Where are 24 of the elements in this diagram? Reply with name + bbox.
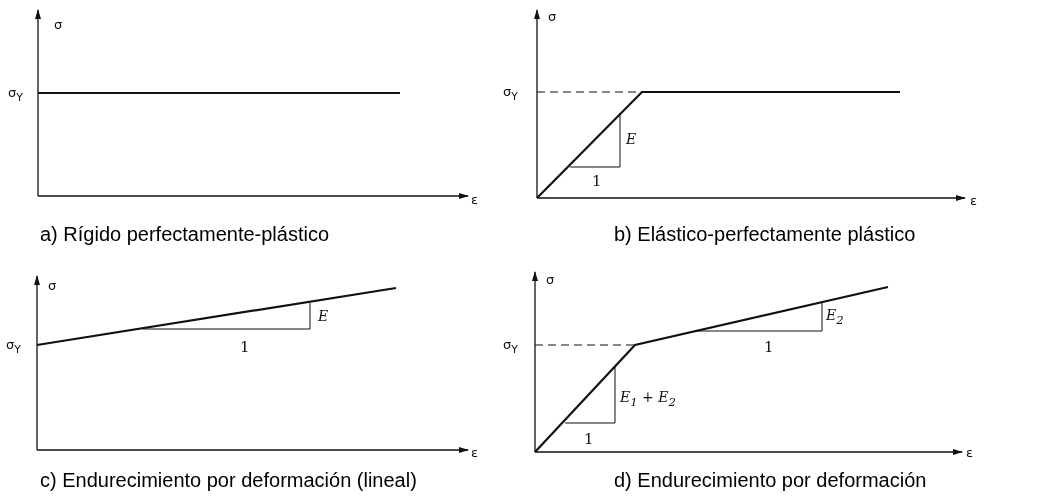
caption: b) Elástico-perfectamente plástico [614, 224, 916, 244]
axis-label: ε [970, 194, 978, 207]
slope-label: 1 [240, 340, 250, 355]
axis-label: σ$_{Y}$ [503, 85, 518, 103]
axis-label: σ$_{Y}$ [503, 338, 518, 356]
slope-label: E$_{2}$ [826, 308, 844, 327]
caption: c) Endurecimiento por deformación (lineal) [40, 470, 417, 490]
axis-label: σ$_{Y}$ [8, 86, 23, 104]
slope-label: 1 [592, 174, 602, 189]
axis-label: ε [471, 446, 479, 459]
axis-label: σ [48, 279, 57, 292]
axis-label: σ [548, 10, 557, 23]
caption: d) Endurecimiento por deformación [614, 470, 927, 490]
axis-label: ε [966, 446, 974, 459]
axis-label: σ [546, 273, 555, 286]
axis-label: ε [471, 193, 479, 206]
slope-label: 1 [584, 432, 594, 447]
slope-label: E$_{1}$ + E$_{2}$ [620, 390, 676, 409]
axis-label: σ [54, 18, 63, 31]
axis-label: σ$_{Y}$ [6, 338, 21, 356]
slope-label: E [318, 309, 329, 323]
slope-label: 1 [764, 340, 774, 355]
caption: a) Rígido perfectamente-plástico [40, 224, 330, 244]
slope-label: E [626, 132, 637, 146]
